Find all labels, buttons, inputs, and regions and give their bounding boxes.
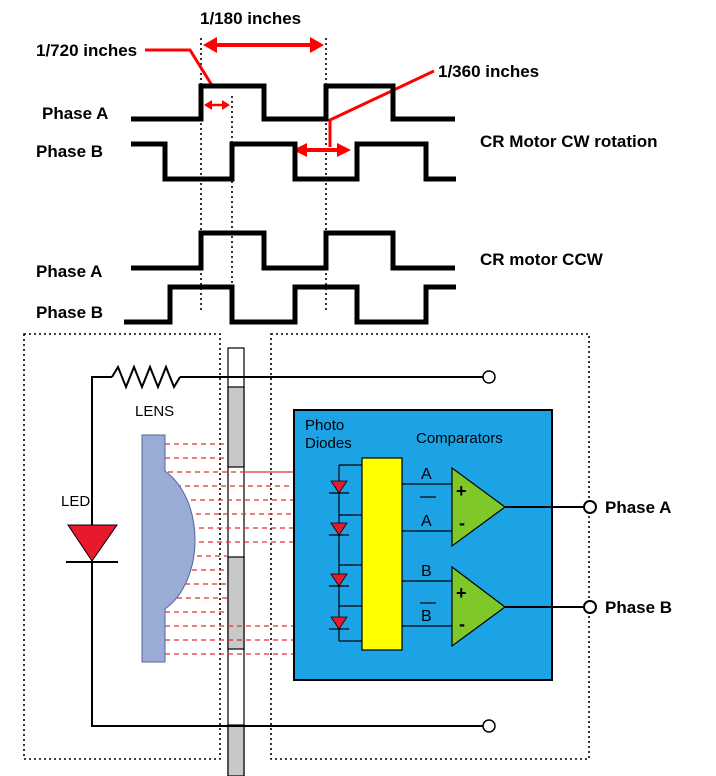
- resistor-symbol: [111, 364, 181, 390]
- half-period-callout: [293, 69, 435, 157]
- ccw-phase-a-label: Phase A: [36, 262, 102, 281]
- cw-phase-a-label: Phase A: [42, 104, 108, 123]
- photo-diodes-label-1: Photo: [305, 417, 344, 434]
- output-wiring: [505, 500, 597, 614]
- signal-b-label: B: [421, 563, 432, 580]
- period-label: 1/180 inches: [200, 9, 301, 28]
- signal-b-bar-label: B: [421, 608, 432, 625]
- cw-title: CR Motor CW rotation: [480, 132, 658, 151]
- led-label: LED: [61, 493, 90, 510]
- terminal-top: [482, 370, 496, 384]
- signal-lines: [402, 483, 452, 627]
- buffer-block: [361, 457, 403, 651]
- lens-label: LENS: [135, 403, 174, 420]
- output-a-terminal: [583, 500, 597, 514]
- comparator-b: [451, 565, 507, 648]
- light-beams: [165, 443, 294, 655]
- photodiode-3: [329, 573, 349, 587]
- edge-callout: [145, 48, 230, 110]
- ccw-phase-b-label: Phase B: [36, 303, 103, 322]
- detector-box: [270, 333, 590, 760]
- lens-shape: [141, 434, 196, 663]
- detector-panel: [293, 409, 553, 681]
- output-a-label: Phase A: [605, 498, 671, 517]
- signal-a-label: A: [421, 466, 432, 483]
- cw-phase-b-wave: [131, 141, 456, 182]
- code-strip: [227, 347, 245, 776]
- comparator-b-plus: +: [456, 583, 467, 603]
- comparator-b-minus: -: [459, 614, 465, 634]
- output-b-label: Phase B: [605, 598, 672, 617]
- ccw-phase-b-wave: [124, 284, 456, 325]
- edge-label: 1/720 inches: [36, 41, 137, 60]
- period-arrow: [203, 37, 324, 53]
- photodiode-1: [329, 480, 349, 494]
- ccw-title: CR motor CCW: [480, 250, 604, 269]
- photodiode-2: [329, 522, 349, 536]
- comparator-a: [451, 466, 507, 548]
- comparators-label: Comparators: [416, 430, 503, 447]
- cw-phase-a-wave: [131, 83, 455, 122]
- photo-diodes-label-2: Diodes: [305, 435, 352, 452]
- ccw-phase-a-wave: [131, 230, 455, 271]
- output-b-terminal: [583, 600, 597, 614]
- signal-a-bar-label: A: [421, 513, 432, 530]
- cw-phase-b-label: Phase B: [36, 142, 103, 161]
- half-period-label: 1/360 inches: [438, 62, 539, 81]
- comparator-a-minus: -: [459, 513, 465, 533]
- supply-wiring: [91, 364, 496, 733]
- comparator-a-plus: +: [456, 481, 467, 501]
- led-symbol: [66, 524, 118, 563]
- terminal-bottom: [482, 719, 496, 733]
- photodiode-4: [329, 616, 349, 630]
- diode-array: [329, 464, 362, 642]
